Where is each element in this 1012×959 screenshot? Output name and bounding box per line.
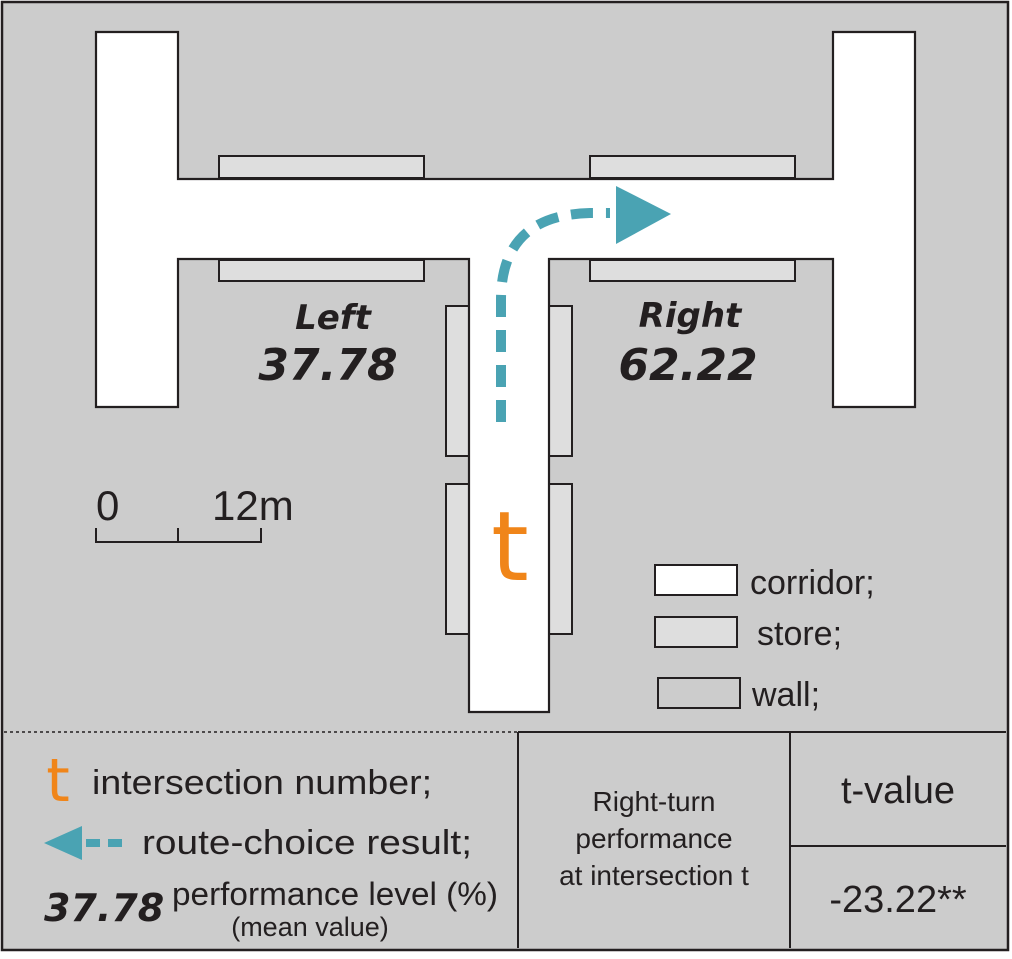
store-top-left: [218, 155, 425, 179]
key-t-icon: t: [46, 746, 70, 816]
table-t-value: -23.22**: [829, 879, 967, 921]
legend-store-label: store;: [757, 615, 842, 653]
result-table: Right-turn performance at intersection t…: [559, 770, 967, 921]
store-stem-left-upper: [445, 305, 470, 457]
legend-corridor-swatch: [654, 564, 738, 596]
stores: [218, 155, 796, 635]
store-stem-right-lower: [548, 483, 573, 635]
scale-end-label: 12m: [212, 482, 294, 529]
right-label: Right: [639, 296, 743, 336]
row-label-line-1: Right-turn: [593, 786, 716, 817]
scale-bar: 0 12m: [95, 482, 294, 543]
store-stem-right-upper: [548, 305, 573, 457]
intersection-marker: t: [491, 491, 529, 603]
legend-corridor-label: corridor;: [750, 564, 875, 602]
key-intersection-label: intersection number;: [92, 764, 432, 802]
right-value: 62.22: [618, 340, 757, 391]
store-stem-left-lower: [445, 483, 470, 635]
store-top-right: [589, 155, 796, 179]
row-label-line-3: at intersection t: [559, 860, 749, 891]
store-bottom-left: [218, 259, 425, 282]
route-arrow: [496, 186, 671, 422]
store-bottom-right: [589, 259, 796, 282]
table-header-t-value: t-value: [841, 770, 955, 812]
key-performance-sub: (mean value): [231, 912, 389, 942]
key-sample-value: 37.78: [44, 886, 164, 930]
row-label-line-2: performance: [575, 823, 732, 854]
left-label: Left: [295, 298, 373, 338]
key-route-arrow-icon: [44, 826, 128, 860]
scale-start-label: 0: [96, 482, 119, 529]
key-route-label: route-choice result;: [142, 824, 472, 862]
legend: corridor; store; wall;: [654, 564, 875, 714]
legend-store-swatch: [654, 616, 738, 648]
key: t intersection number; route-choice resu…: [44, 746, 498, 942]
key-performance-label: performance level (%): [172, 876, 498, 912]
legend-wall-label: wall;: [751, 676, 820, 714]
legend-wall-swatch: [657, 677, 741, 709]
left-value: 37.78: [258, 340, 397, 391]
